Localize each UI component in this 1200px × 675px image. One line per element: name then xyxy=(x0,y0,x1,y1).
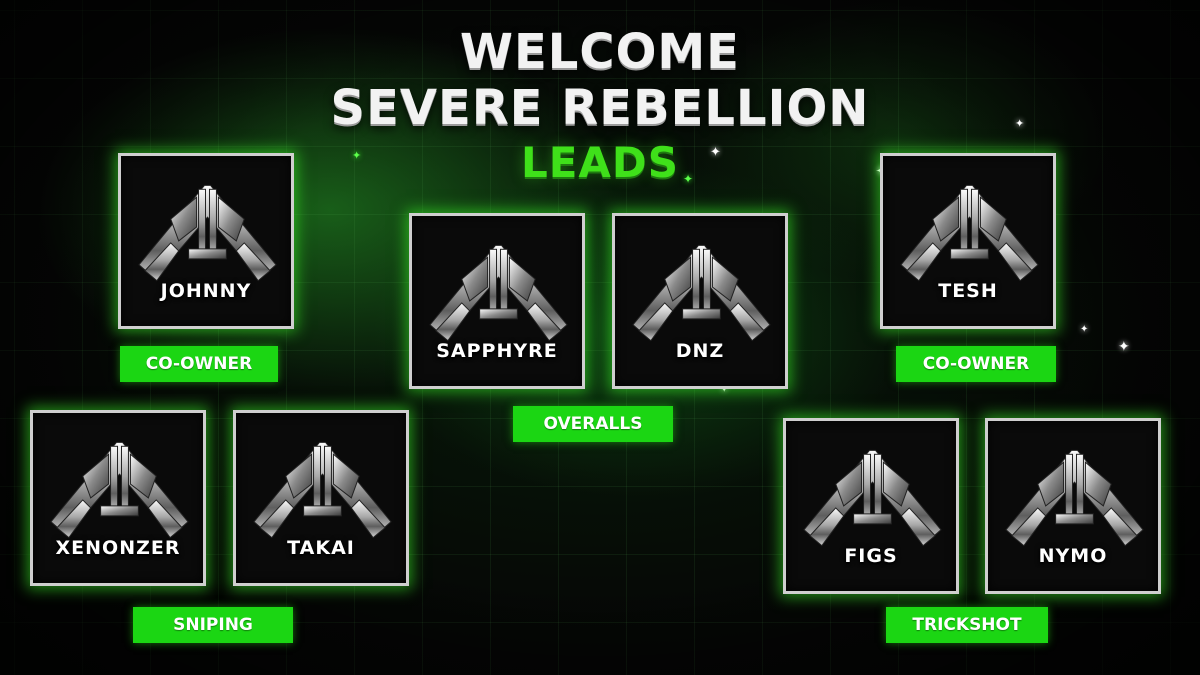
member-name: FIGS xyxy=(844,545,898,567)
role-label-trickshot: TRICKSHOT xyxy=(886,607,1048,643)
severe-rebellion-logo-icon xyxy=(429,244,568,342)
member-card-nymo: NYMO xyxy=(985,418,1161,594)
member-card-dnz: DNZ xyxy=(612,213,788,389)
member-name: NYMO xyxy=(1038,545,1108,567)
sparkle-icon: ✦ xyxy=(1080,324,1089,335)
sparkle-icon: ✦ xyxy=(683,172,694,186)
sparkle-icon: ✦ xyxy=(720,384,729,395)
member-name: SAPPHYRE xyxy=(436,340,558,362)
severe-rebellion-logo-icon xyxy=(632,244,771,342)
severe-rebellion-logo-icon xyxy=(50,441,189,539)
role-label-co-owner-right: CO-OWNER xyxy=(896,346,1056,382)
sparkle-icon: ✦ xyxy=(710,145,721,160)
title-welcome: WELCOME xyxy=(460,24,740,80)
severe-rebellion-logo-icon xyxy=(253,441,392,539)
member-name: XENONZER xyxy=(55,537,181,559)
role-label-sniping: SNIPING xyxy=(133,607,293,643)
sparkle-icon: ✦ xyxy=(352,149,362,162)
member-card-tesh: TESH xyxy=(880,153,1056,329)
title-clan-name: SEVERE REBELLION xyxy=(330,80,870,136)
title-leads: LEADS xyxy=(520,138,680,187)
role-label-co-owner-left: CO-OWNER xyxy=(120,346,278,382)
member-name: JOHNNY xyxy=(160,280,252,302)
sparkle-icon: ✦ xyxy=(1118,339,1130,355)
member-card-xenonzer: XENONZER xyxy=(30,410,206,586)
role-label-overalls: OVERALLS xyxy=(513,406,673,442)
severe-rebellion-logo-icon xyxy=(138,184,277,282)
member-card-sapphyre: SAPPHYRE xyxy=(409,213,585,389)
member-name: TAKAI xyxy=(287,537,355,559)
title-block: WELCOME SEVERE REBELLION LEADS xyxy=(0,22,1200,184)
member-name: TESH xyxy=(938,280,998,302)
severe-rebellion-logo-icon xyxy=(900,184,1039,282)
severe-rebellion-logo-icon xyxy=(1005,449,1144,547)
member-name: DNZ xyxy=(675,340,725,362)
member-card-figs: FIGS xyxy=(783,418,959,594)
severe-rebellion-logo-icon xyxy=(803,449,942,547)
sparkle-icon: ✦ xyxy=(1015,117,1025,130)
member-card-johnny: JOHNNY xyxy=(118,153,294,329)
member-card-takai: TAKAI xyxy=(233,410,409,586)
